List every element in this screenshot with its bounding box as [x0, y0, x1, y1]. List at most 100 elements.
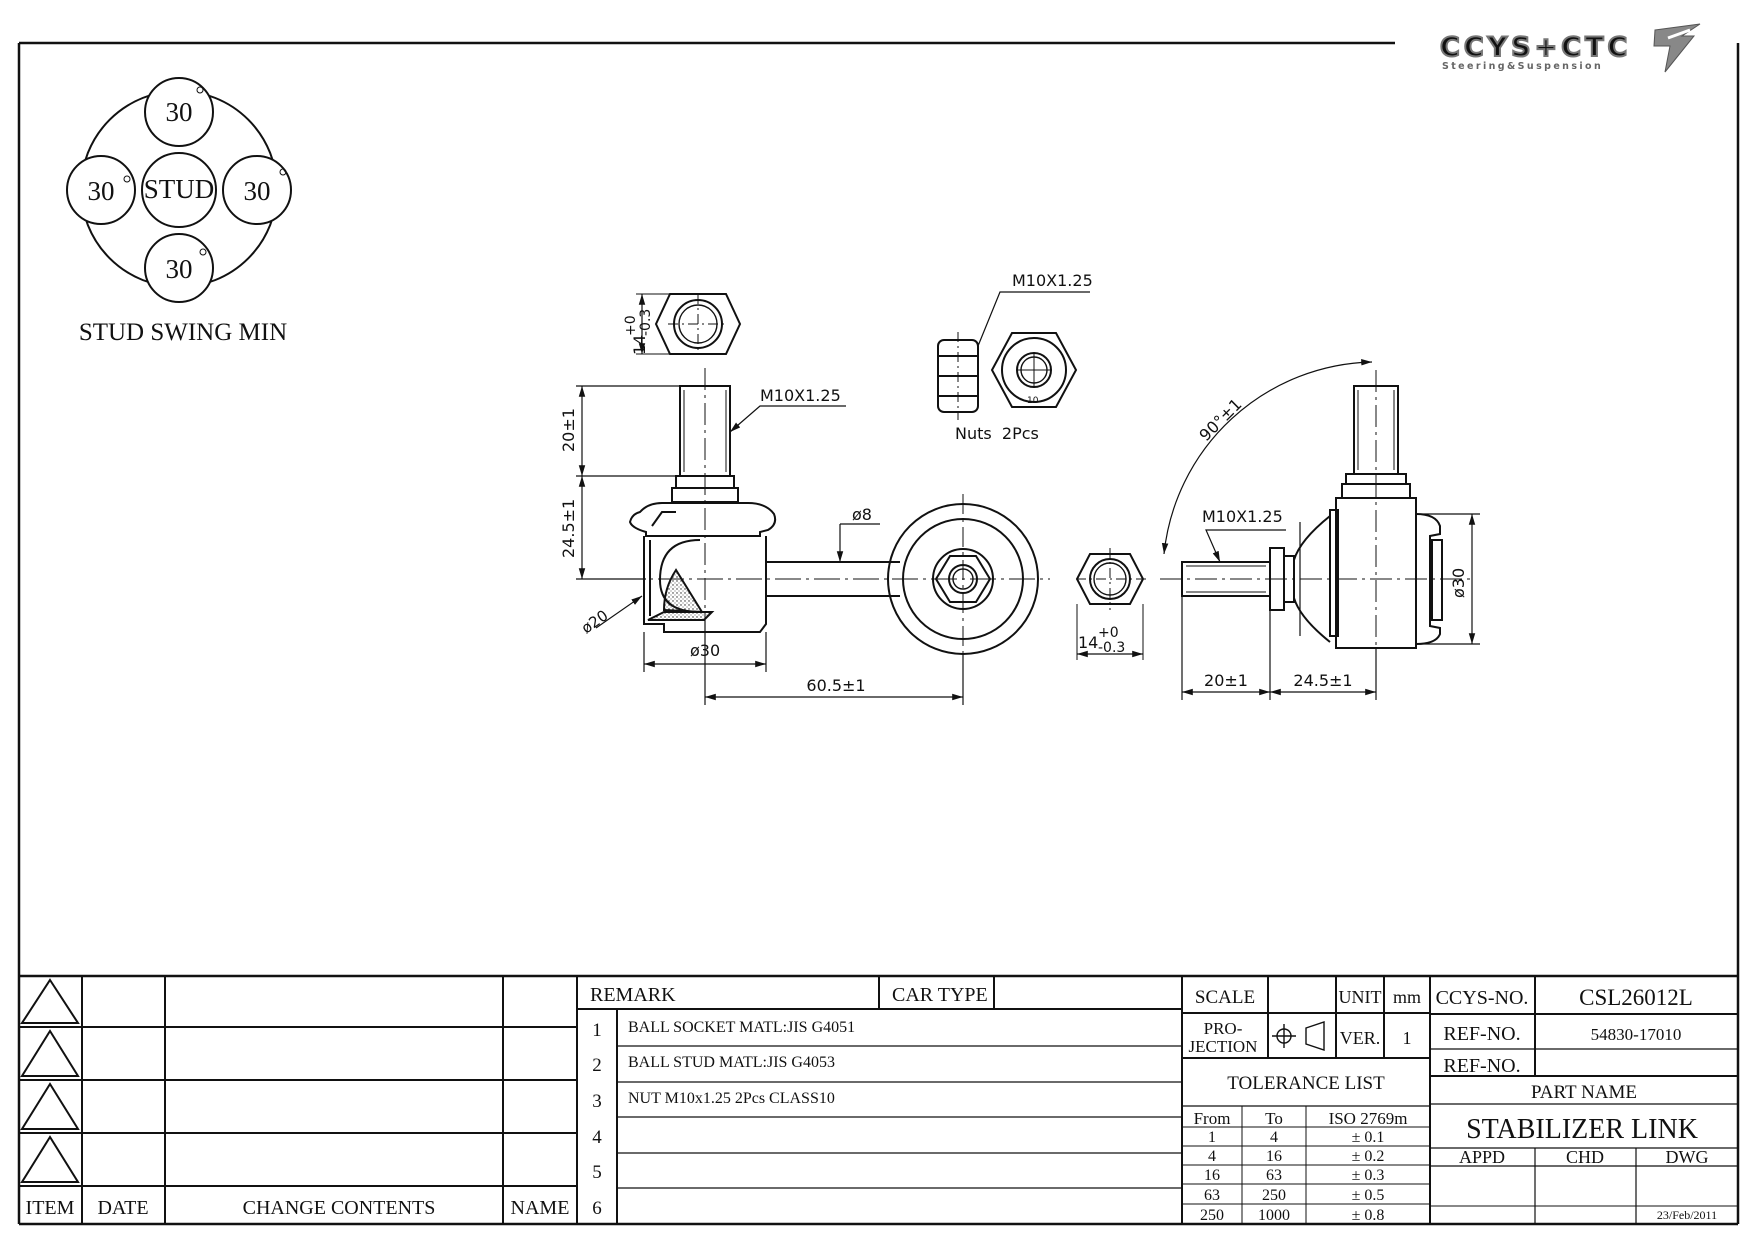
revision-marker-icon	[20, 978, 80, 1024]
tol-row-to: 16	[1266, 1148, 1282, 1165]
tol-header-from: From	[1194, 1109, 1231, 1128]
logo-wordmark: CCYS+CTC	[1440, 32, 1631, 63]
tol-row-to: 1000	[1258, 1207, 1290, 1224]
unit-value: mm	[1393, 987, 1421, 1007]
ccys-no-label: CCYS-NO.	[1436, 987, 1529, 1009]
stud-thread-label: M10X1.25	[760, 386, 841, 405]
tolerance-rows: 1 4 ± 0.1 4 16 ± 0.2 16 63 ± 0.3 63 250 ± 0.5 250 100…	[1200, 1129, 1384, 1224]
remark-header: REMARK	[590, 984, 676, 1006]
tol-row-value: ± 0.2	[1352, 1148, 1385, 1165]
appd-label: APPD	[1459, 1147, 1505, 1167]
swing-right-angle: 30	[244, 176, 271, 206]
nut-thread-label: M10X1.25	[1012, 271, 1093, 290]
tolerance-title: TOLERANCE LIST	[1227, 1073, 1385, 1094]
swing-top-angle: 30	[166, 97, 193, 127]
part-name-label: PART NAME	[1531, 1082, 1637, 1103]
side-body-length-dim: 24.5±1	[1293, 671, 1352, 690]
logo-swoosh-icon	[1653, 23, 1701, 73]
ccys-no-value: CSL26012L	[1579, 985, 1693, 1010]
remark-row-number: 2	[592, 1055, 602, 1076]
hex-top-width-dim: 14	[630, 335, 649, 355]
projection-label-line1: PRO-	[1204, 1019, 1243, 1038]
side-stud-length-dim: 20±1	[1204, 671, 1248, 690]
tol-header-to: To	[1265, 1109, 1283, 1128]
side-hex-tol-lower: -0.3	[1098, 640, 1125, 656]
rev-header-change: CHANGE CONTENTS	[243, 1197, 436, 1219]
remark-row-text: BALL STUD MATL:JIS G4053	[628, 1054, 835, 1071]
front-view	[580, 368, 1050, 700]
rev-header-name: NAME	[511, 1197, 570, 1219]
side-hex-width-dim: 14	[1078, 633, 1098, 652]
logo-tagline: Steering&Suspension	[1442, 61, 1603, 72]
angle-dim: 90°±1	[1195, 395, 1245, 445]
tol-header-iso: ISO 2769m	[1329, 1109, 1408, 1128]
hex-top-tol-upper: +0	[623, 315, 639, 336]
ref-no-label-1: REF-NO.	[1443, 1023, 1520, 1045]
tol-row-value: ± 0.8	[1352, 1207, 1385, 1224]
remark-row-text: BALL SOCKET MATL:JIS G4051	[628, 1019, 855, 1036]
chd-label: CHD	[1566, 1147, 1604, 1167]
swing-center-label: STUD	[144, 174, 215, 204]
side-thread-label: M10X1.25	[1202, 507, 1283, 526]
title-block	[1430, 976, 1738, 1224]
tol-row-from: 4	[1208, 1148, 1216, 1165]
remark-row-number: 1	[592, 1020, 602, 1041]
dwg-label: DWG	[1666, 1147, 1709, 1167]
front-view-dimensions	[576, 385, 964, 705]
tol-row-to: 63	[1266, 1167, 1282, 1184]
drawing-frame	[17, 41, 1740, 1226]
swing-bottom-angle: 30	[166, 254, 193, 284]
remark-row-number: 5	[592, 1162, 602, 1183]
remark-row-number: 6	[592, 1198, 602, 1219]
tol-row-from: 16	[1204, 1167, 1220, 1184]
top-hex-view	[636, 293, 742, 355]
part-name-value: STABILIZER LINK	[1466, 1114, 1698, 1145]
tol-row-value: ± 0.1	[1352, 1129, 1385, 1146]
tol-row-value: ± 0.3	[1352, 1167, 1385, 1184]
revision-table	[19, 976, 578, 1224]
remark-row-number: 3	[592, 1091, 602, 1112]
rev-header-item: ITEM	[26, 1197, 75, 1219]
unit-label: UNIT	[1339, 987, 1382, 1007]
spec-block	[1182, 976, 1431, 1224]
car-type-label: CAR TYPE	[892, 984, 988, 1006]
stud-swing-diagram	[66, 77, 292, 303]
side-hex-tol-upper: +0	[1098, 625, 1119, 641]
side-view-dimensions	[1161, 359, 1480, 700]
projection-symbol-icon	[1272, 1021, 1325, 1051]
body-height-dim: 24.5±1	[559, 499, 578, 558]
tol-row-to: 4	[1270, 1129, 1278, 1146]
remarks-table	[577, 976, 1183, 1224]
tol-row-from: 1	[1208, 1129, 1216, 1146]
tol-row-from: 250	[1200, 1207, 1224, 1224]
ver-value: 1	[1403, 1028, 1412, 1048]
swing-caption: STUD SWING MIN	[79, 319, 287, 346]
nuts-quantity-label: Nuts 2Pcs	[955, 424, 1039, 443]
swing-left-angle: 30	[88, 176, 115, 206]
tol-row-from: 63	[1204, 1187, 1220, 1204]
tol-row-value: ± 0.5	[1352, 1187, 1385, 1204]
revision-marker-icon	[20, 1135, 80, 1183]
ref-no-label-2: REF-NO.	[1443, 1055, 1520, 1077]
remark-row-text: NUT M10x1.25 2Pcs CLASS10	[628, 1090, 835, 1107]
drawing-date: 23/Feb/2011	[1657, 1208, 1717, 1222]
remark-rows: 1 BALL SOCKET MATL:JIS G4051 2 BALL STUD MA…	[592, 1019, 855, 1219]
rod-dia-label: ø8	[852, 505, 872, 524]
side-hex-view	[1075, 548, 1146, 660]
center-distance-label: 60.5±1	[806, 676, 865, 695]
tol-row-to: 250	[1262, 1187, 1286, 1204]
revision-marker-icon	[20, 1082, 80, 1130]
ball-dia-label: ø20	[578, 606, 611, 637]
stud-length-dim: 20±1	[559, 408, 578, 452]
company-logo: CCYS+CTC Steering&Suspension	[1439, 23, 1701, 73]
ref-no-value-1: 54830-17010	[1591, 1025, 1682, 1044]
nut-class-label: 10	[1027, 396, 1039, 406]
side-dia-label: ø30	[1449, 568, 1468, 598]
remark-row-number: 4	[592, 1127, 602, 1148]
rev-header-date: DATE	[97, 1197, 148, 1219]
hex-top-tol-lower: -0.3	[638, 309, 654, 336]
housing-dia-label: ø30	[690, 641, 720, 660]
revision-marker-icon	[20, 1029, 80, 1077]
projection-label-line2: JECTION	[1189, 1037, 1258, 1056]
